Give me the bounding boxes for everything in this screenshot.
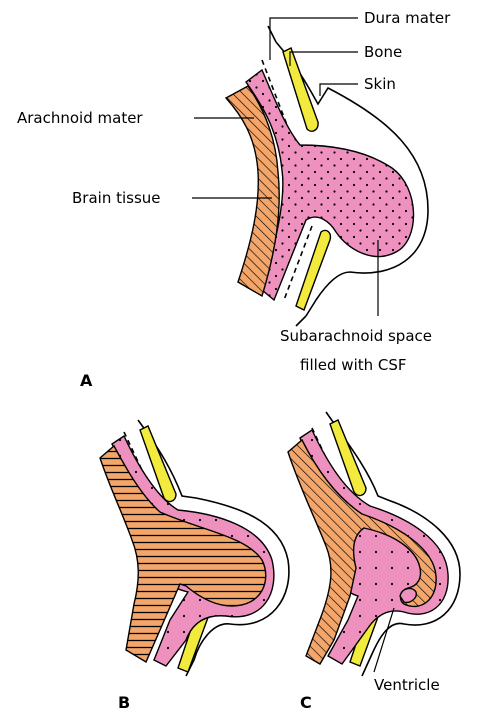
label-arachnoid-mater: Arachnoid mater (17, 109, 143, 127)
label-subarachnoid-1: Subarachnoid space (280, 327, 432, 345)
panel-a (226, 26, 428, 326)
leader-bone (290, 52, 358, 66)
label-subarachnoid-2: filled with CSF (300, 356, 407, 374)
panel-label-c: C (300, 693, 312, 712)
label-bone: Bone (364, 43, 402, 61)
panel-label-b: B (118, 693, 130, 712)
panel-c: Ventricle C (288, 412, 460, 712)
panel-b: B (100, 420, 289, 712)
label-brain-tissue: Brain tissue (72, 189, 161, 207)
bone-upper-a (283, 48, 318, 131)
label-dura-mater: Dura mater (364, 9, 451, 27)
label-ventricle: Ventricle (374, 676, 440, 694)
panel-label-a: A (80, 371, 93, 390)
bone-lower-a (296, 230, 330, 310)
label-skin: Skin (364, 75, 396, 93)
